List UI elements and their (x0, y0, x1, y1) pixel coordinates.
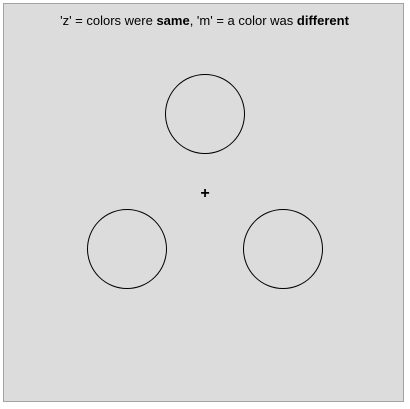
experiment-stage[interactable]: 'z' = colors were same, 'm' = a color wa… (3, 3, 404, 402)
instruction-different-keyword: different (296, 13, 349, 28)
instruction-part-2: , 'm' = a color was (189, 13, 297, 28)
instruction-part-1: 'z' = colors were (60, 13, 157, 28)
fixation-cross: + (200, 185, 210, 202)
circle-bottom-left (87, 209, 167, 289)
circle-bottom-right (243, 209, 323, 289)
instruction-text: 'z' = colors were same, 'm' = a color wa… (4, 13, 405, 29)
instruction-same-keyword: same (156, 13, 190, 28)
circle-top (165, 74, 245, 154)
